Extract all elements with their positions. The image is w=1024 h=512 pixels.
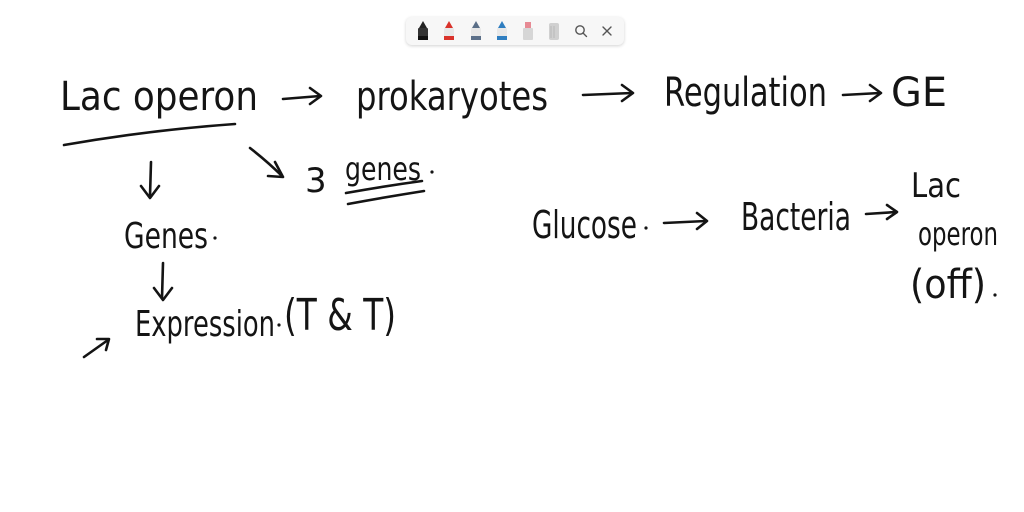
genes-text: Genes <box>124 216 208 257</box>
lac-operon-text: Lac operon <box>60 74 258 120</box>
search-icon[interactable] <box>572 20 590 42</box>
drawing-toolbar <box>406 17 624 45</box>
three-text: 3 <box>305 161 327 201</box>
red-pen-tool[interactable] <box>440 20 458 42</box>
expression-text: Expression <box>135 304 275 345</box>
dot <box>644 226 648 230</box>
down-arrow-to-genes <box>139 160 161 200</box>
t-and-t-text: (T & T) <box>284 290 396 341</box>
arrow-to-three-genes <box>248 146 285 179</box>
operon-text: operon <box>918 215 998 253</box>
dot <box>213 236 217 240</box>
arrow-to-lac-operon <box>864 203 899 221</box>
dot <box>277 323 281 327</box>
dot <box>993 293 997 297</box>
genes-underlined-text: genes <box>345 150 421 188</box>
dot <box>430 170 434 174</box>
prokaryotes-text: prokaryotes <box>356 74 548 120</box>
arrow-to-ge <box>841 83 883 103</box>
black-pen-tool[interactable] <box>414 20 432 42</box>
down-arrow-to-expression <box>152 261 174 302</box>
ge-text: GE <box>891 70 947 116</box>
blue-pen-tool[interactable] <box>493 20 511 42</box>
highlighter-tool[interactable] <box>519 20 537 42</box>
off-text: (off) <box>910 262 986 308</box>
arrow-to-expression <box>82 337 111 359</box>
gray-blue-pen-tool[interactable] <box>467 20 485 42</box>
arrow-to-prokaryotes <box>281 86 323 106</box>
eraser-tool[interactable] <box>545 20 563 42</box>
regulation-text: Regulation <box>664 70 827 116</box>
genes-underline-2 <box>346 189 426 206</box>
bacteria-text: Bacteria <box>741 195 851 239</box>
arrow-to-regulation <box>581 83 635 103</box>
glucose-text: Glucose <box>532 203 637 247</box>
close-icon[interactable] <box>598 20 616 42</box>
lac-text: Lac <box>911 166 961 206</box>
lac-operon-underline <box>62 122 237 147</box>
arrow-to-bacteria <box>662 211 709 231</box>
genes-underline-1 <box>344 179 424 195</box>
